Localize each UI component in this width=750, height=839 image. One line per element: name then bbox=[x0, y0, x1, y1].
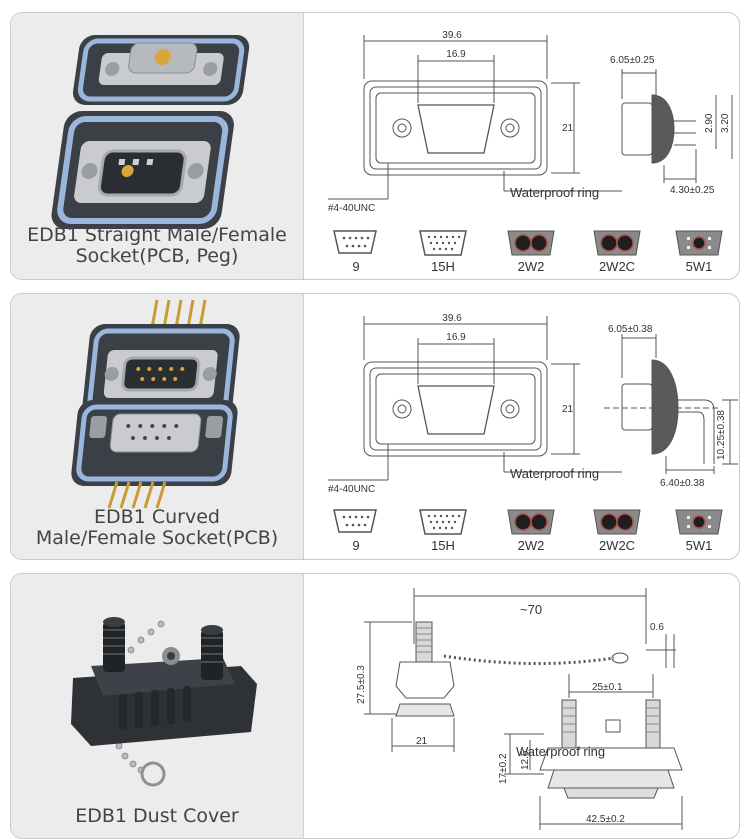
dim-wire: 0.6 bbox=[650, 622, 664, 633]
variant-label-2w2c: 2W2C bbox=[599, 538, 635, 553]
drawing-area: ~70 0.6 27.5±0.3 21 25±0.1 Waterproof ri… bbox=[304, 574, 739, 838]
panel-straight-socket: EDB1 Straight Male/Female Socket(PCB, Pe… bbox=[10, 12, 740, 280]
straight-socket-drawing: 39.6 16.9 21 #4-40UNC Waterproof ring 6.… bbox=[328, 30, 733, 274]
variant-label-15h: 15H bbox=[431, 259, 455, 274]
dim-base: 21 bbox=[416, 736, 428, 747]
dim-inner: 16.9 bbox=[446, 49, 466, 60]
dim-h3: 12.5 bbox=[520, 750, 531, 770]
caption-line-2: Socket(PCB, Peg) bbox=[75, 245, 239, 267]
dim-width: 39.6 bbox=[442, 313, 462, 324]
dim-height: 21 bbox=[562, 123, 574, 134]
dim-height: 21 bbox=[562, 404, 574, 415]
panel-dust-cover: EDB1 Dust Cover bbox=[10, 573, 740, 839]
variant-2w2c-icon bbox=[593, 509, 641, 535]
variant-2w2-icon bbox=[507, 509, 555, 535]
dim-inner: 16.9 bbox=[446, 332, 466, 343]
variant-9-icon bbox=[333, 509, 377, 533]
side-bottom-dim: 4.30±0.25 bbox=[670, 185, 715, 196]
variant-label-9: 9 bbox=[352, 259, 359, 274]
curved-socket-drawing: 39.6 16.9 21 #4-40UNC Waterproof ring 6.… bbox=[328, 313, 738, 553]
variant-2w2c-icon bbox=[593, 230, 641, 256]
straight-socket-photo bbox=[51, 35, 250, 229]
variant-2w2-icon bbox=[507, 230, 555, 256]
variant-label-2w2c: 2W2C bbox=[599, 259, 635, 274]
variant-label-5w1: 5W1 bbox=[686, 259, 713, 274]
label-waterproof-ring: Waterproof ring bbox=[510, 466, 599, 481]
label-waterproof-ring: Waterproof ring bbox=[510, 185, 599, 200]
dim-thread: #4-40UNC bbox=[328, 484, 375, 495]
variant-9-icon bbox=[333, 230, 377, 254]
dust-cover-photo bbox=[71, 617, 257, 787]
product-photo-area: EDB1 Curved Male/Female Socket(PCB) bbox=[11, 294, 304, 559]
variant-label-15h: 15H bbox=[431, 538, 455, 553]
caption: EDB1 Dust Cover bbox=[75, 805, 239, 827]
dim-chain-length: ~70 bbox=[520, 602, 542, 617]
side-dim-b: 3.20 bbox=[720, 113, 731, 133]
dim-width: 39.6 bbox=[442, 30, 462, 41]
side-top-dim: 6.05±0.38 bbox=[608, 324, 653, 335]
variant-15h-icon bbox=[419, 509, 467, 535]
dust-cover-drawing: ~70 0.6 27.5±0.3 21 25±0.1 Waterproof ri… bbox=[356, 588, 683, 830]
dim-pitch: 25±0.1 bbox=[592, 682, 623, 693]
dim-thread: #4-40UNC bbox=[328, 203, 375, 214]
label-waterproof-ring: Waterproof ring bbox=[516, 744, 605, 759]
product-photo-area: EDB1 Dust Cover bbox=[11, 574, 304, 838]
variant-icons bbox=[333, 509, 723, 535]
side-dim-a: 10.25±0.38 bbox=[716, 410, 727, 460]
side-bottom-dim: 6.40±0.38 bbox=[660, 478, 705, 489]
dim-h2: 17±0.2 bbox=[498, 753, 509, 784]
variant-5w1-icon bbox=[675, 509, 723, 535]
dim-height: 27.5±0.3 bbox=[356, 665, 367, 704]
variant-label-9: 9 bbox=[352, 538, 359, 553]
side-dim-a: 2.90 bbox=[704, 113, 715, 133]
variant-label-2w2: 2W2 bbox=[518, 538, 545, 553]
caption-line-1: EDB1 Curved bbox=[94, 506, 220, 528]
variant-15h-icon bbox=[419, 230, 467, 256]
variant-icons bbox=[333, 230, 723, 256]
variant-label-2w2: 2W2 bbox=[518, 259, 545, 274]
dim-width: 42.5±0.2 bbox=[586, 814, 625, 825]
variant-5w1-icon bbox=[675, 230, 723, 256]
drawing-area: 39.6 16.9 21 #4-40UNC Waterproof ring 6.… bbox=[304, 294, 739, 559]
caption-line-1: EDB1 Straight Male/Female bbox=[27, 224, 287, 246]
caption-line-2: Male/Female Socket(PCB) bbox=[35, 527, 279, 549]
drawing-area: 39.6 16.9 21 #4-40UNC Waterproof ring 6.… bbox=[304, 13, 739, 279]
variant-label-5w1: 5W1 bbox=[686, 538, 713, 553]
panel-curved-socket: EDB1 Curved Male/Female Socket(PCB) 39. bbox=[10, 293, 740, 560]
side-top-dim: 6.05±0.25 bbox=[610, 55, 655, 66]
curved-socket-photo bbox=[71, 299, 240, 509]
product-photo-area: EDB1 Straight Male/Female Socket(PCB, Pe… bbox=[11, 13, 304, 279]
